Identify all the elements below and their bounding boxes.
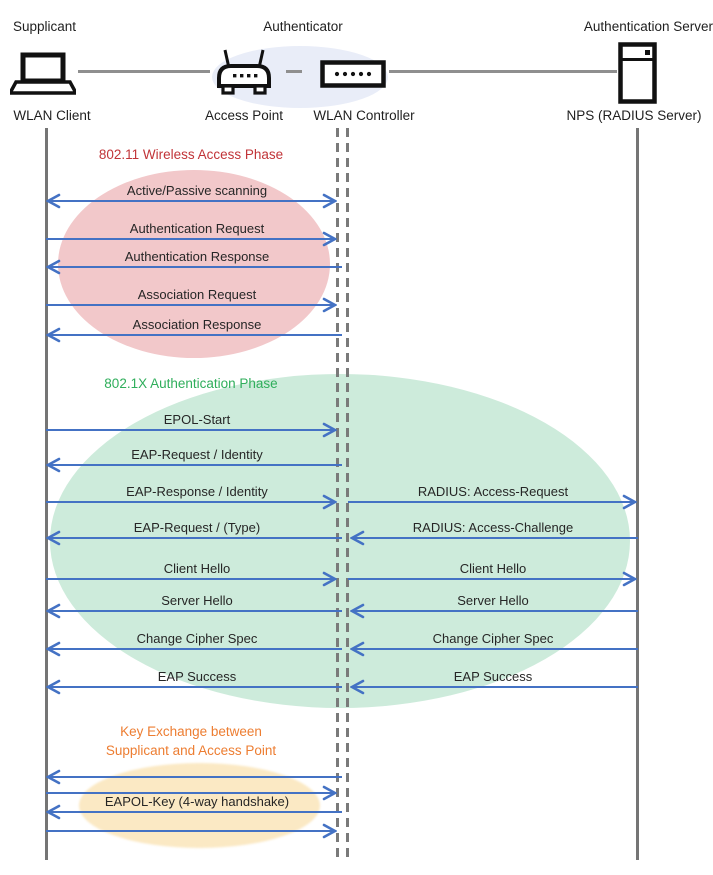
- connector-line: [389, 70, 617, 73]
- message-arrow-right: [348, 571, 637, 587]
- message-label: Server Hello: [457, 593, 529, 608]
- role-authenticator: Authenticator: [263, 19, 343, 34]
- message-arrow-left: [46, 641, 342, 657]
- message-label: Authentication Request: [129, 221, 265, 236]
- message-label: RADIUS: Access-Challenge: [412, 520, 574, 535]
- message-arrow-left: [46, 679, 342, 695]
- message-arrow-left: [46, 457, 342, 473]
- message-arrow-bidirectional: [46, 193, 337, 209]
- phase-key-exchange-title: Key Exchange between Supplicant and Acce…: [46, 722, 336, 760]
- wlan-controller-icon: [320, 60, 386, 88]
- message-label: EAP-Response / Identity: [126, 484, 268, 499]
- lifeline-authenticator-dashed-right: [346, 128, 349, 860]
- device-label-wlan-controller: WLAN Controller: [313, 108, 415, 123]
- message-label: EAPOL-Key (4-way handshake): [104, 794, 290, 809]
- message-label: Server Hello: [161, 593, 233, 608]
- phase-key-exchange-title-line2: Supplicant and Access Point: [105, 743, 277, 758]
- message-label: Authentication Response: [124, 249, 270, 264]
- phase-key-exchange-title-line1: Key Exchange between: [120, 724, 262, 739]
- lifeline-authenticator-dashed-left: [336, 128, 339, 860]
- message-label: EAP Success: [453, 669, 533, 684]
- message-arrow-right: [46, 571, 337, 587]
- message-label: RADIUS: Access-Request: [417, 484, 569, 499]
- message-label: Client Hello: [163, 561, 231, 576]
- message-arrow-right: [46, 785, 337, 801]
- message-label: EAP-Request / (Type): [133, 520, 261, 535]
- message-label: EAP-Request / Identity: [131, 447, 263, 462]
- message-arrow-left: [350, 530, 638, 546]
- message-arrow-left: [350, 679, 638, 695]
- device-label-wlan-client: WLAN Client: [13, 108, 91, 123]
- message-label: Association Response: [132, 317, 262, 332]
- laptop-icon: [10, 52, 76, 95]
- message-arrow-left: [46, 530, 342, 546]
- message-arrow-right: [46, 231, 337, 247]
- message-arrow-left: [46, 804, 342, 820]
- message-arrow-left: [46, 259, 342, 275]
- phase-8021x-title: 802.1X Authentication Phase: [104, 376, 278, 391]
- message-label: Client Hello: [459, 561, 527, 576]
- connector-line: [286, 70, 302, 73]
- phase-80211-title: 802.11 Wireless Access Phase: [98, 147, 284, 162]
- message-arrow-right: [348, 494, 637, 510]
- message-arrow-right: [46, 422, 337, 438]
- message-arrow-left: [350, 641, 638, 657]
- message-label: Change Cipher Spec: [136, 631, 258, 646]
- message-arrow-right: [46, 823, 337, 839]
- wireless-access-point-icon: [217, 49, 271, 95]
- connector-line: [78, 70, 210, 73]
- message-label: Change Cipher Spec: [432, 631, 554, 646]
- lifeline-wlan-client: [45, 128, 48, 860]
- role-supplicant: Supplicant: [13, 19, 77, 34]
- message-arrow-left: [350, 603, 638, 619]
- message-label: EPOL-Start: [163, 412, 231, 427]
- lifeline-radius-server: [636, 128, 639, 860]
- message-label: EAP Success: [157, 669, 237, 684]
- device-label-access-point: Access Point: [204, 108, 284, 123]
- device-label-nps-radius-server: NPS (RADIUS Server): [566, 108, 702, 123]
- message-arrow-left: [46, 327, 342, 343]
- role-authentication-server: Authentication Server: [583, 19, 713, 34]
- message-arrow-right: [46, 494, 337, 510]
- message-arrow-left: [46, 769, 342, 785]
- message-arrow-right: [46, 297, 337, 313]
- message-arrow-left: [46, 603, 342, 619]
- message-label: Active/Passive scanning: [126, 183, 268, 198]
- server-icon: [618, 42, 657, 104]
- message-label: Association Request: [137, 287, 257, 302]
